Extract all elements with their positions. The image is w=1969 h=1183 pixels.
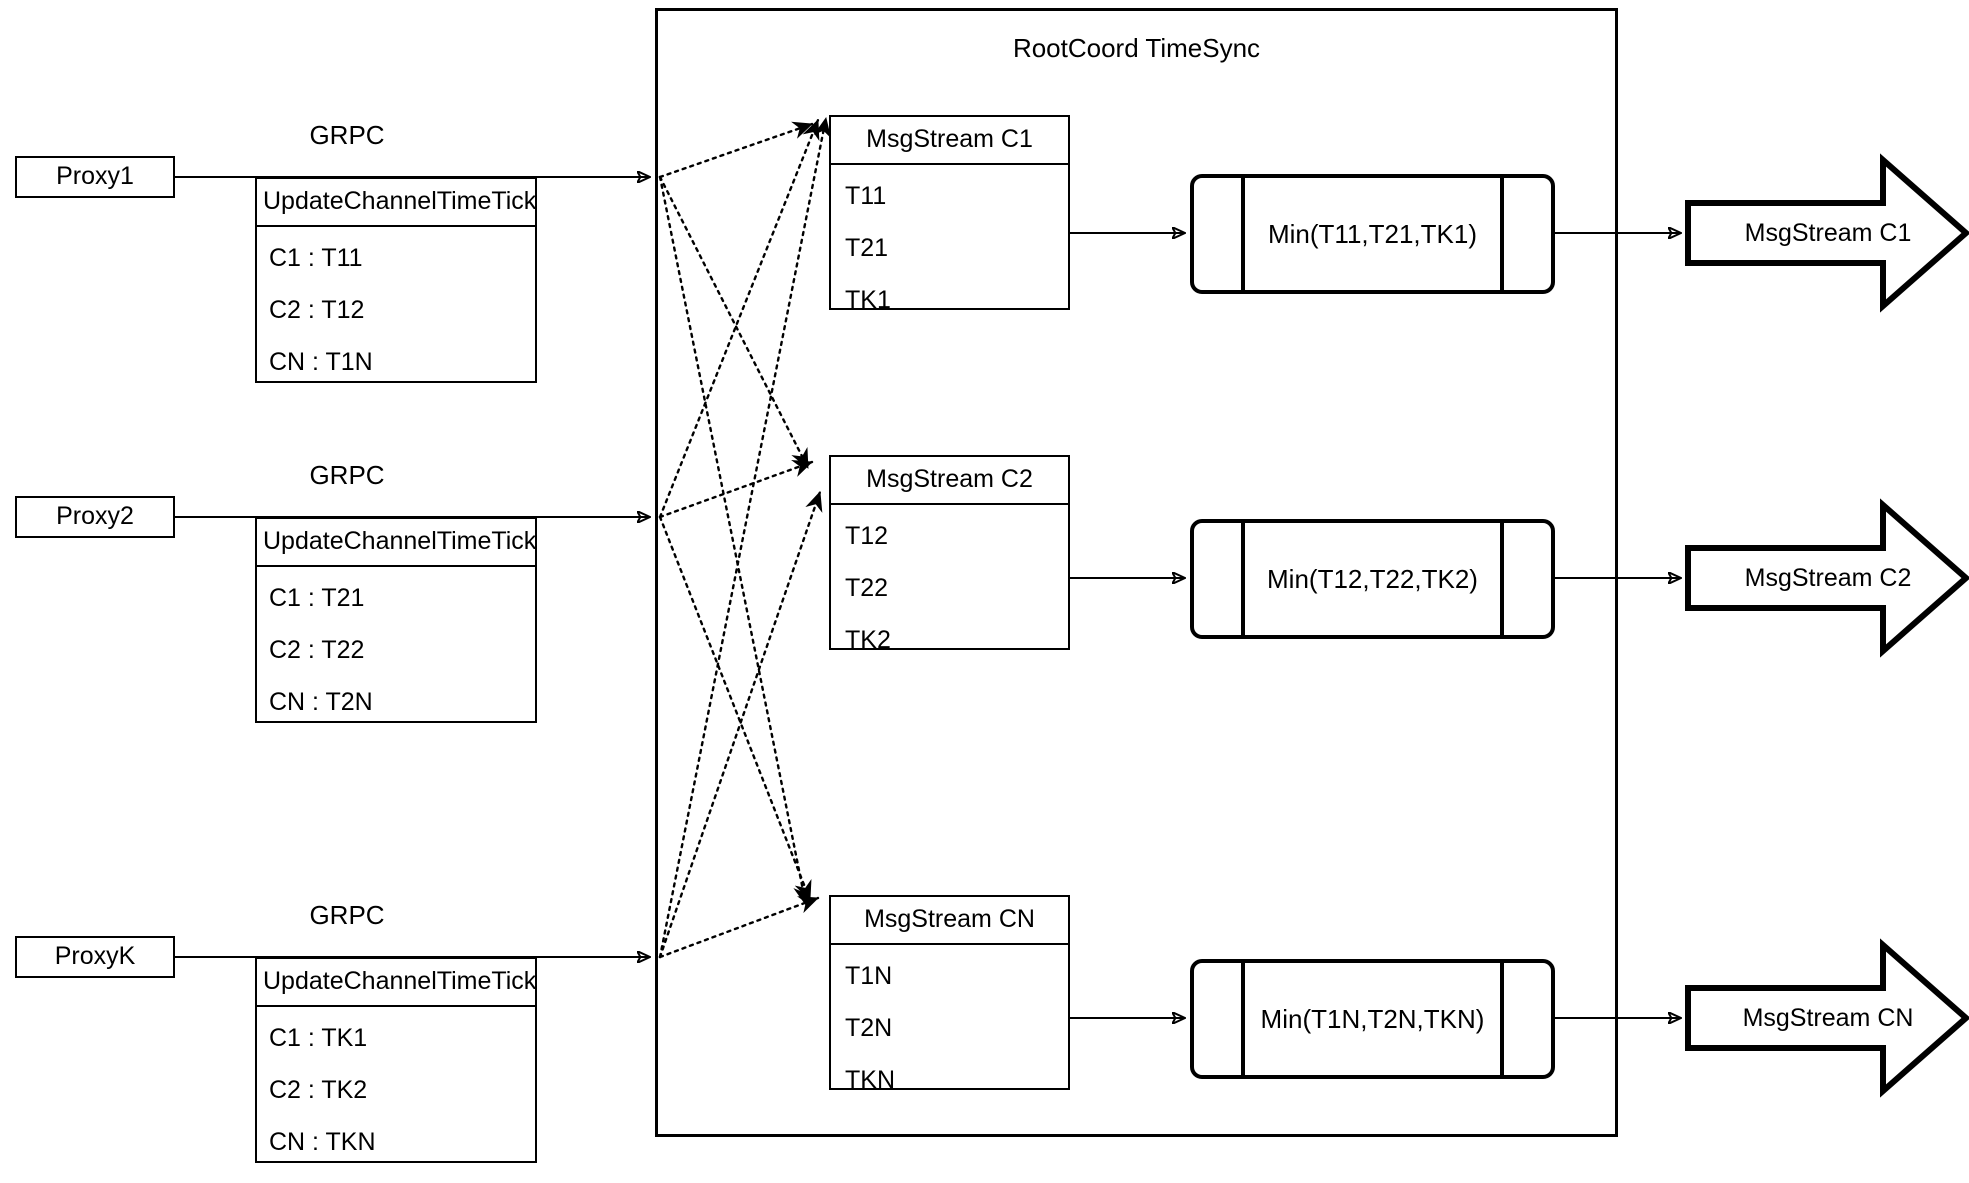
process-bar-right	[1500, 959, 1504, 1079]
min-process-label-1: Min(T11,T21,TK1)	[1267, 218, 1477, 249]
msgstream-row: T22	[845, 574, 889, 602]
proxy-label: Proxy1	[56, 162, 134, 191]
msgstream-row: T2N	[845, 1014, 893, 1042]
proxy-box-1[interactable]: Proxy1	[15, 156, 175, 198]
update-channel-timetick-header-2: UpdateChannelTimeTick	[257, 519, 536, 567]
msgstream-row: T11	[845, 182, 887, 210]
rootcoord-timesync-title: RootCoord TimeSync	[1012, 33, 1261, 63]
msgstream-header-1: MsgStream C1	[831, 117, 1068, 165]
min-process-box-3: Min(T1N,T2N,TKN)	[1190, 959, 1555, 1079]
timetick-row: C1 : T21	[269, 584, 365, 612]
min-process-box-1: Min(T11,T21,TK1)	[1190, 174, 1555, 294]
process-bar-left	[1241, 174, 1245, 294]
update-channel-timetick-rows-3: C1 : TK1 C2 : TK2 CN : TKN	[257, 1007, 535, 1177]
timetick-row: CN : TKN	[269, 1128, 376, 1156]
msgstream-header-2: MsgStream C2	[831, 457, 1068, 505]
grpc-label-2: GRPC	[309, 460, 385, 490]
update-channel-timetick-header-3: UpdateChannelTimeTick	[257, 959, 536, 1007]
output-block-arrow-label-3: MsgStream CN	[1742, 1003, 1914, 1032]
msgstream-box-3: MsgStream CN T1N T2N TKN	[829, 895, 1070, 1094]
rootcoord-timesync-container	[655, 8, 1618, 1137]
msgstream-rows-3: T1N T2N TKN	[831, 945, 1068, 1115]
grpc-label-1: GRPC	[309, 120, 385, 150]
msgstream-rows-2: T12 T22 TK2	[831, 505, 1068, 675]
timetick-row: C1 : TK1	[269, 1024, 368, 1052]
msgstream-row: TK2	[845, 626, 891, 654]
msgstream-row: TK1	[845, 286, 891, 314]
output-block-arrow-3: MsgStream CN	[1685, 938, 1969, 1098]
min-process-box-2: Min(T12,T22,TK2)	[1190, 519, 1555, 639]
msgstream-box-2: MsgStream C2 T12 T22 TK2	[829, 455, 1070, 654]
process-bar-left	[1241, 959, 1245, 1079]
timetick-row: C2 : T22	[269, 636, 365, 664]
update-channel-timetick-box-3: UpdateChannelTimeTick C1 : TK1 C2 : TK2 …	[255, 957, 537, 1163]
msgstream-header-3: MsgStream CN	[831, 897, 1068, 945]
grpc-label-3: GRPC	[309, 900, 385, 930]
timetick-row: C2 : T12	[269, 296, 365, 324]
msgstream-box-1: MsgStream C1 T11 T21 TK1	[829, 115, 1070, 314]
process-bar-right	[1500, 174, 1504, 294]
msgstream-row: TKN	[845, 1066, 895, 1094]
update-channel-timetick-box-2: UpdateChannelTimeTick C1 : T21 C2 : T22 …	[255, 517, 537, 723]
update-channel-timetick-header-1: UpdateChannelTimeTick	[257, 179, 536, 227]
msgstream-row: T12	[845, 522, 889, 550]
min-process-label-2: Min(T12,T22,TK2)	[1267, 563, 1478, 594]
proxy-box-2[interactable]: Proxy2	[15, 496, 175, 538]
msgstream-row: T1N	[845, 962, 893, 990]
proxy-box-3[interactable]: ProxyK	[15, 936, 175, 978]
proxy-label: ProxyK	[54, 942, 136, 971]
proxy-label: Proxy2	[56, 502, 134, 531]
update-channel-timetick-rows-2: C1 : T21 C2 : T22 CN : T2N	[257, 567, 535, 737]
timetick-row: CN : T2N	[269, 688, 373, 716]
update-channel-timetick-box-1: UpdateChannelTimeTick C1 : T11 C2 : T12 …	[255, 177, 537, 383]
output-block-arrow-1: MsgStream C1	[1685, 153, 1969, 313]
msgstream-rows-1: T11 T21 TK1	[831, 165, 1068, 335]
process-bar-right	[1500, 519, 1504, 639]
output-block-arrow-label-2: MsgStream C2	[1744, 563, 1912, 592]
output-block-arrow-label-1: MsgStream C1	[1744, 218, 1912, 247]
timetick-row: CN : T1N	[269, 348, 373, 376]
msgstream-row: T21	[845, 234, 889, 262]
min-process-label-3: Min(T1N,T2N,TKN)	[1260, 1003, 1485, 1034]
output-block-arrow-2: MsgStream C2	[1685, 498, 1969, 658]
process-bar-left	[1241, 519, 1245, 639]
timetick-row: C1 : T11	[269, 244, 363, 272]
update-channel-timetick-rows-1: C1 : T11 C2 : T12 CN : T1N	[257, 227, 535, 397]
timetick-row: C2 : TK2	[269, 1076, 368, 1104]
